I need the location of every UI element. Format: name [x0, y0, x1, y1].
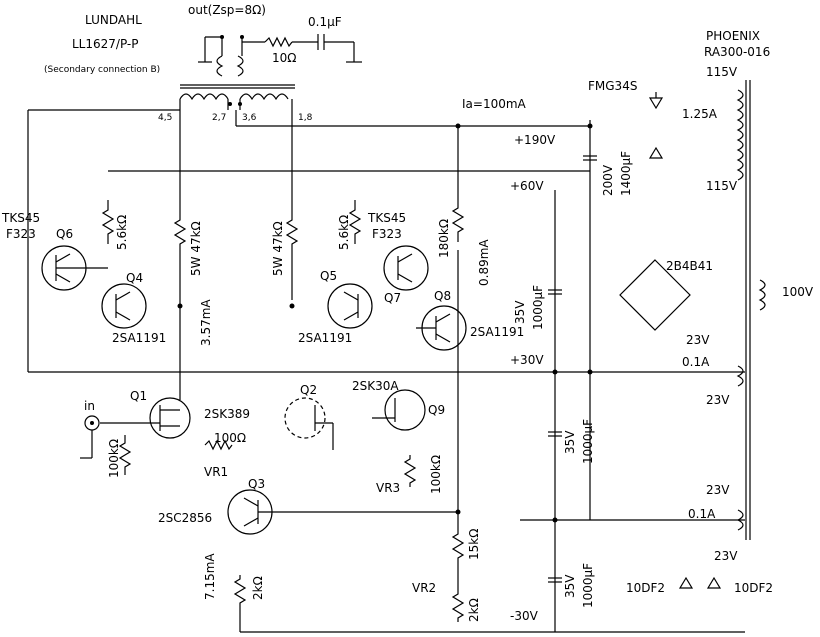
- q4-transistor: [101, 283, 147, 329]
- tks45-a-label: TKS45: [1, 211, 40, 225]
- vneg30-label: -30V: [510, 609, 539, 623]
- out-label: out(Zsp=8Ω): [188, 3, 266, 17]
- q3-label: Q3: [248, 477, 265, 491]
- v190-label: +190V: [514, 133, 556, 147]
- ia-label: Ia=100mA: [462, 97, 527, 111]
- q6-label: Q6: [56, 227, 73, 241]
- cap35c-label: 35V: [563, 574, 577, 598]
- pins45-label: 4,5: [158, 113, 172, 123]
- q2-jfet: [284, 397, 334, 450]
- sa1191-b-label: 2SA1191: [298, 331, 352, 345]
- q7-label: Q7: [384, 291, 401, 305]
- q4-label: Q4: [126, 271, 143, 285]
- i01a-label: 0.1A: [682, 355, 710, 369]
- i089-label: 0.89mA: [477, 239, 491, 286]
- sk389-label: 2SK389: [204, 407, 250, 421]
- v100-label: 100V: [782, 285, 814, 299]
- vr3-label: VR3: [376, 481, 400, 495]
- r10-label: 10Ω: [272, 51, 296, 65]
- v60-label: +60V: [510, 179, 544, 193]
- sk30a-label: 2SK30A: [352, 379, 399, 393]
- q6-transistor: [41, 245, 108, 291]
- q2-label: Q2: [300, 383, 317, 397]
- bridge-rectifier: [619, 259, 691, 331]
- df2a-label: 10DF2: [626, 581, 665, 595]
- fmg-label: FMG34S: [588, 79, 637, 93]
- v115a-label: 115V: [706, 65, 738, 79]
- bridge-label: 2B4B41: [666, 259, 713, 273]
- q7-transistor: [383, 245, 429, 291]
- r100-label: 100Ω: [214, 431, 246, 445]
- phoenix-model-label: RA300-016: [704, 45, 770, 59]
- lundahl-model-label: LL1627/P-P: [72, 37, 139, 51]
- q3-transistor: [227, 489, 458, 535]
- q8-transistor: [416, 305, 467, 351]
- vr2-label: VR2: [412, 581, 436, 595]
- r15k-label: 15kΩ: [467, 529, 481, 560]
- v115b-label: 115V: [706, 179, 738, 193]
- vr1-label: VR1: [204, 465, 228, 479]
- v23d-label: 23V: [714, 549, 738, 563]
- r100k-label: 100kΩ: [107, 439, 121, 478]
- sc2856-label: 2SC2856: [158, 511, 212, 525]
- cap35a-label: 35V: [513, 300, 527, 324]
- tks45-b-label: TKS45: [367, 211, 406, 225]
- r47a-label: 5W 47kΩ: [189, 221, 203, 276]
- lundahl-label: LUNDAHL: [85, 13, 142, 27]
- q1-jfet: [100, 397, 191, 439]
- r56a-label: 5.6kΩ: [115, 215, 129, 250]
- df2b-label: 10DF2: [734, 581, 773, 595]
- c01-label: 0.1μF: [308, 15, 342, 29]
- output-transformer: [179, 34, 362, 106]
- f323-b-label: F323: [372, 227, 402, 241]
- r2k-b-label: 2kΩ: [467, 598, 481, 622]
- pins36-label: 3,6: [242, 113, 257, 123]
- in-label: in: [84, 399, 95, 413]
- cap1400-label: 1400μF: [619, 151, 633, 196]
- v30-label: +30V: [510, 353, 544, 367]
- diode-fmg34s-icon: [648, 92, 664, 110]
- q1-label: Q1: [130, 389, 147, 403]
- r47b-label: 5W 47kΩ: [271, 221, 285, 276]
- q9-jfet: [372, 389, 426, 431]
- f323-a-label: F323: [6, 227, 36, 241]
- phoenix-label: PHOENIX: [706, 29, 760, 43]
- diode-10df2-a-icon: [678, 576, 694, 589]
- i125-label: 1.25A: [682, 107, 718, 121]
- diode-icon: [648, 146, 664, 159]
- r100k-b-label: 100kΩ: [429, 455, 443, 494]
- lundahl-note-label: (Secondary connection B): [44, 65, 160, 75]
- pins18-label: 1,8: [298, 113, 313, 123]
- i715-label: 7.15mA: [203, 553, 217, 600]
- q5-transistor: [327, 283, 373, 329]
- power-transformer: [736, 80, 766, 540]
- cap1000c-label: 1000μF: [581, 563, 595, 608]
- diode-10df2-b-icon: [706, 576, 722, 589]
- r2k-label: 2kΩ: [251, 576, 265, 600]
- r180-label: 180kΩ: [437, 219, 451, 258]
- sa1191-c-label: 2SA1191: [470, 325, 524, 339]
- r56b-label: 5.6kΩ: [337, 215, 351, 250]
- pins27-label: 2,7: [212, 113, 226, 123]
- v23c-label: 23V: [706, 483, 730, 497]
- v23a-label: 23V: [686, 333, 710, 347]
- q8-label: Q8: [434, 289, 451, 303]
- cap200-label: 200V: [601, 164, 615, 196]
- i01b-label: 0.1A: [688, 507, 716, 521]
- cap35b-label: 35V: [563, 430, 577, 454]
- cap1000b-label: 1000μF: [581, 419, 595, 464]
- sa1191-a-label: 2SA1191: [112, 331, 166, 345]
- cap1000a-label: 1000μF: [531, 285, 545, 330]
- i357-label: 3.57mA: [199, 299, 213, 346]
- q5-label: Q5: [320, 269, 337, 283]
- v23b-label: 23V: [706, 393, 730, 407]
- q9-label: Q9: [428, 403, 445, 417]
